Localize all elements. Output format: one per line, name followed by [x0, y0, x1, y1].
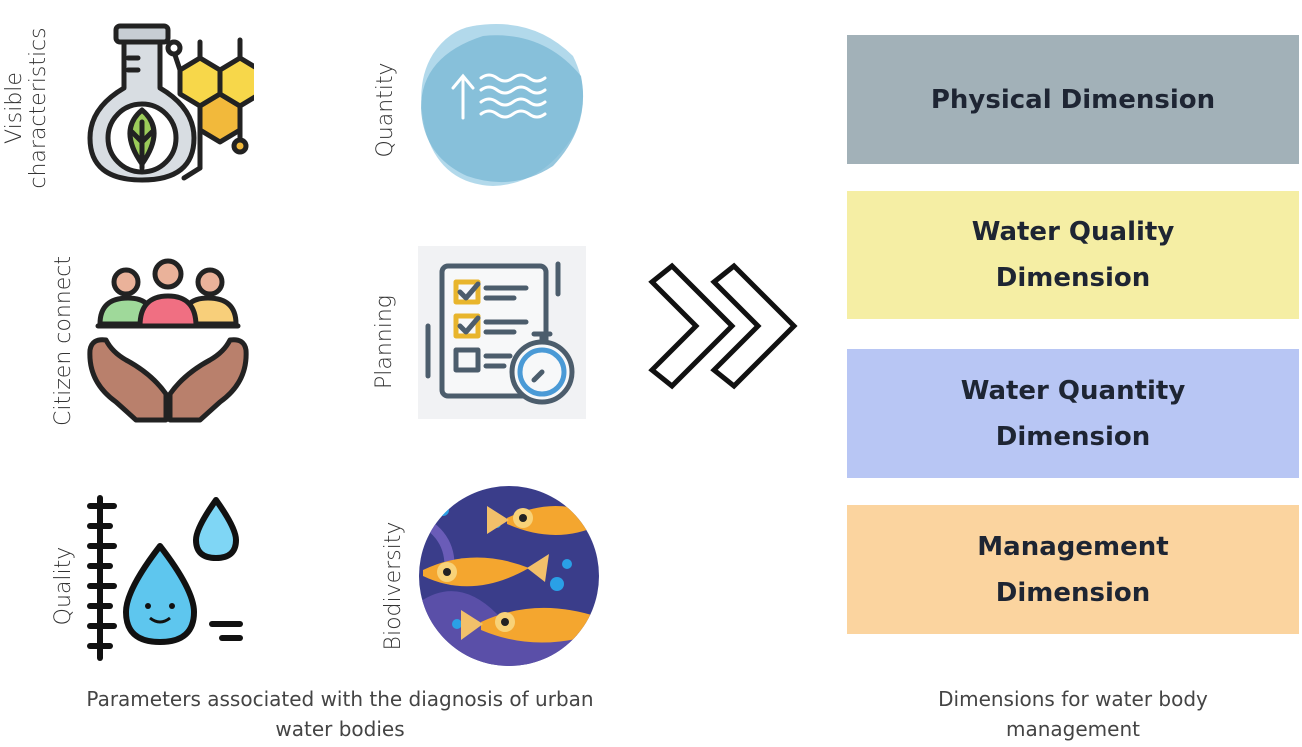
- flask-leaf-molecule-icon: [87, 23, 254, 183]
- label-planning: Planning: [372, 295, 397, 390]
- dimension-water-quantity-line1: Water Quantity: [960, 375, 1186, 406]
- label-citizen-connect: Citizen connect: [51, 256, 76, 426]
- dimension-water-quantity-line2: Dimension: [995, 421, 1151, 452]
- dimensions-caption-line2: management: [1006, 717, 1140, 741]
- dimensions-caption: Dimensions for water body management: [873, 684, 1273, 744]
- dimension-physical: Physical Dimension: [847, 35, 1299, 164]
- dimension-management-line1: Management: [977, 531, 1169, 562]
- dimension-label: Water Quality Dimension: [972, 209, 1175, 301]
- water-drops-gauge-icon: [87, 495, 243, 661]
- parameters-caption-line2: water bodies: [275, 717, 405, 741]
- dimensions-caption-line1: Dimensions for water body: [938, 687, 1208, 711]
- label-quantity: Quantity: [373, 62, 398, 158]
- dimension-water-quantity: Water Quantity Dimension: [847, 349, 1299, 478]
- dimension-physical-line1: Physical Dimension: [930, 84, 1216, 115]
- fish-circle-icon: [419, 486, 599, 666]
- dimension-label: Water Quantity Dimension: [961, 368, 1186, 460]
- parameters-caption-line1: Parameters associated with the diagnosis…: [86, 687, 594, 711]
- water-level-icon: [421, 24, 584, 186]
- label-visible-line1: Visible: [2, 72, 27, 144]
- dimension-water-quality: Water Quality Dimension: [847, 191, 1299, 319]
- dimension-management-line2: Dimension: [995, 577, 1151, 608]
- dimension-management: Management Dimension: [847, 505, 1299, 634]
- dimension-label: Physical Dimension: [931, 77, 1215, 123]
- dimension-label: Management Dimension: [977, 524, 1168, 616]
- label-quality: Quality: [51, 546, 76, 626]
- label-biodiversity: Biodiversity: [381, 521, 406, 651]
- parameters-caption: Parameters associated with the diagnosis…: [40, 684, 640, 744]
- dimension-water-quality-line1: Water Quality: [971, 217, 1175, 247]
- community-hands-icon: [87, 258, 249, 423]
- checklist-stopwatch-icon: [418, 246, 586, 419]
- dimension-water-quality-line2: Dimension: [995, 263, 1151, 293]
- label-visible-characteristics: Visible characteristics: [2, 23, 55, 193]
- double-chevron-right-icon: [648, 262, 798, 390]
- label-visible-line2: characteristics: [26, 27, 51, 189]
